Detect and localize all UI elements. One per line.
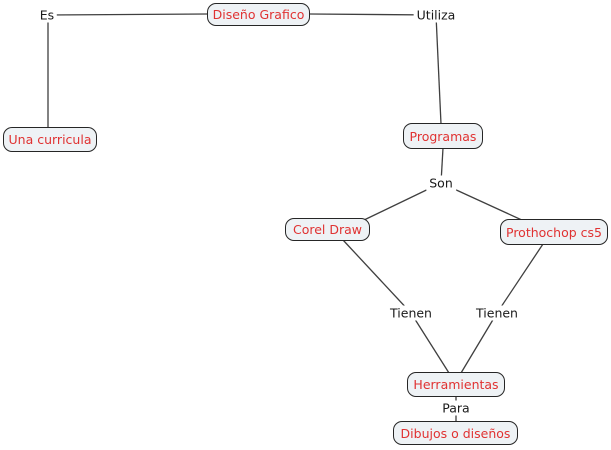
link-label-para[interactable]: Para (439, 400, 473, 416)
node-programas[interactable]: Programas (403, 123, 483, 149)
node-una-curricula[interactable]: Una curricula (3, 127, 97, 152)
link-label-tienen-left[interactable]: Tienen (387, 305, 435, 321)
link-label-tienen-right[interactable]: Tienen (473, 305, 521, 321)
node-herramientas[interactable]: Herramientas (407, 372, 505, 397)
edge-utiliza-programas (435, 14, 442, 125)
edge-prothochop-tienen (496, 243, 544, 314)
node-corel-draw[interactable]: Corel Draw (285, 218, 370, 241)
link-label-es[interactable]: Es (36, 7, 58, 23)
node-dibujos-o-disenos[interactable]: Dibujos o diseños (393, 421, 518, 445)
link-label-son[interactable]: Son (426, 175, 456, 191)
edge-tienen-herramientas-left (410, 312, 450, 374)
edge-tienen-herramientas-right (460, 312, 498, 374)
node-prothochop-cs5[interactable]: Prothochop cs5 (500, 219, 608, 245)
node-diseno-grafico[interactable]: Diseño Grafico (207, 3, 310, 26)
edge-diseno-grafico-es (46, 13, 208, 16)
edge-corel-draw-tienen (342, 239, 412, 314)
link-label-utiliza[interactable]: Utiliza (413, 7, 459, 23)
